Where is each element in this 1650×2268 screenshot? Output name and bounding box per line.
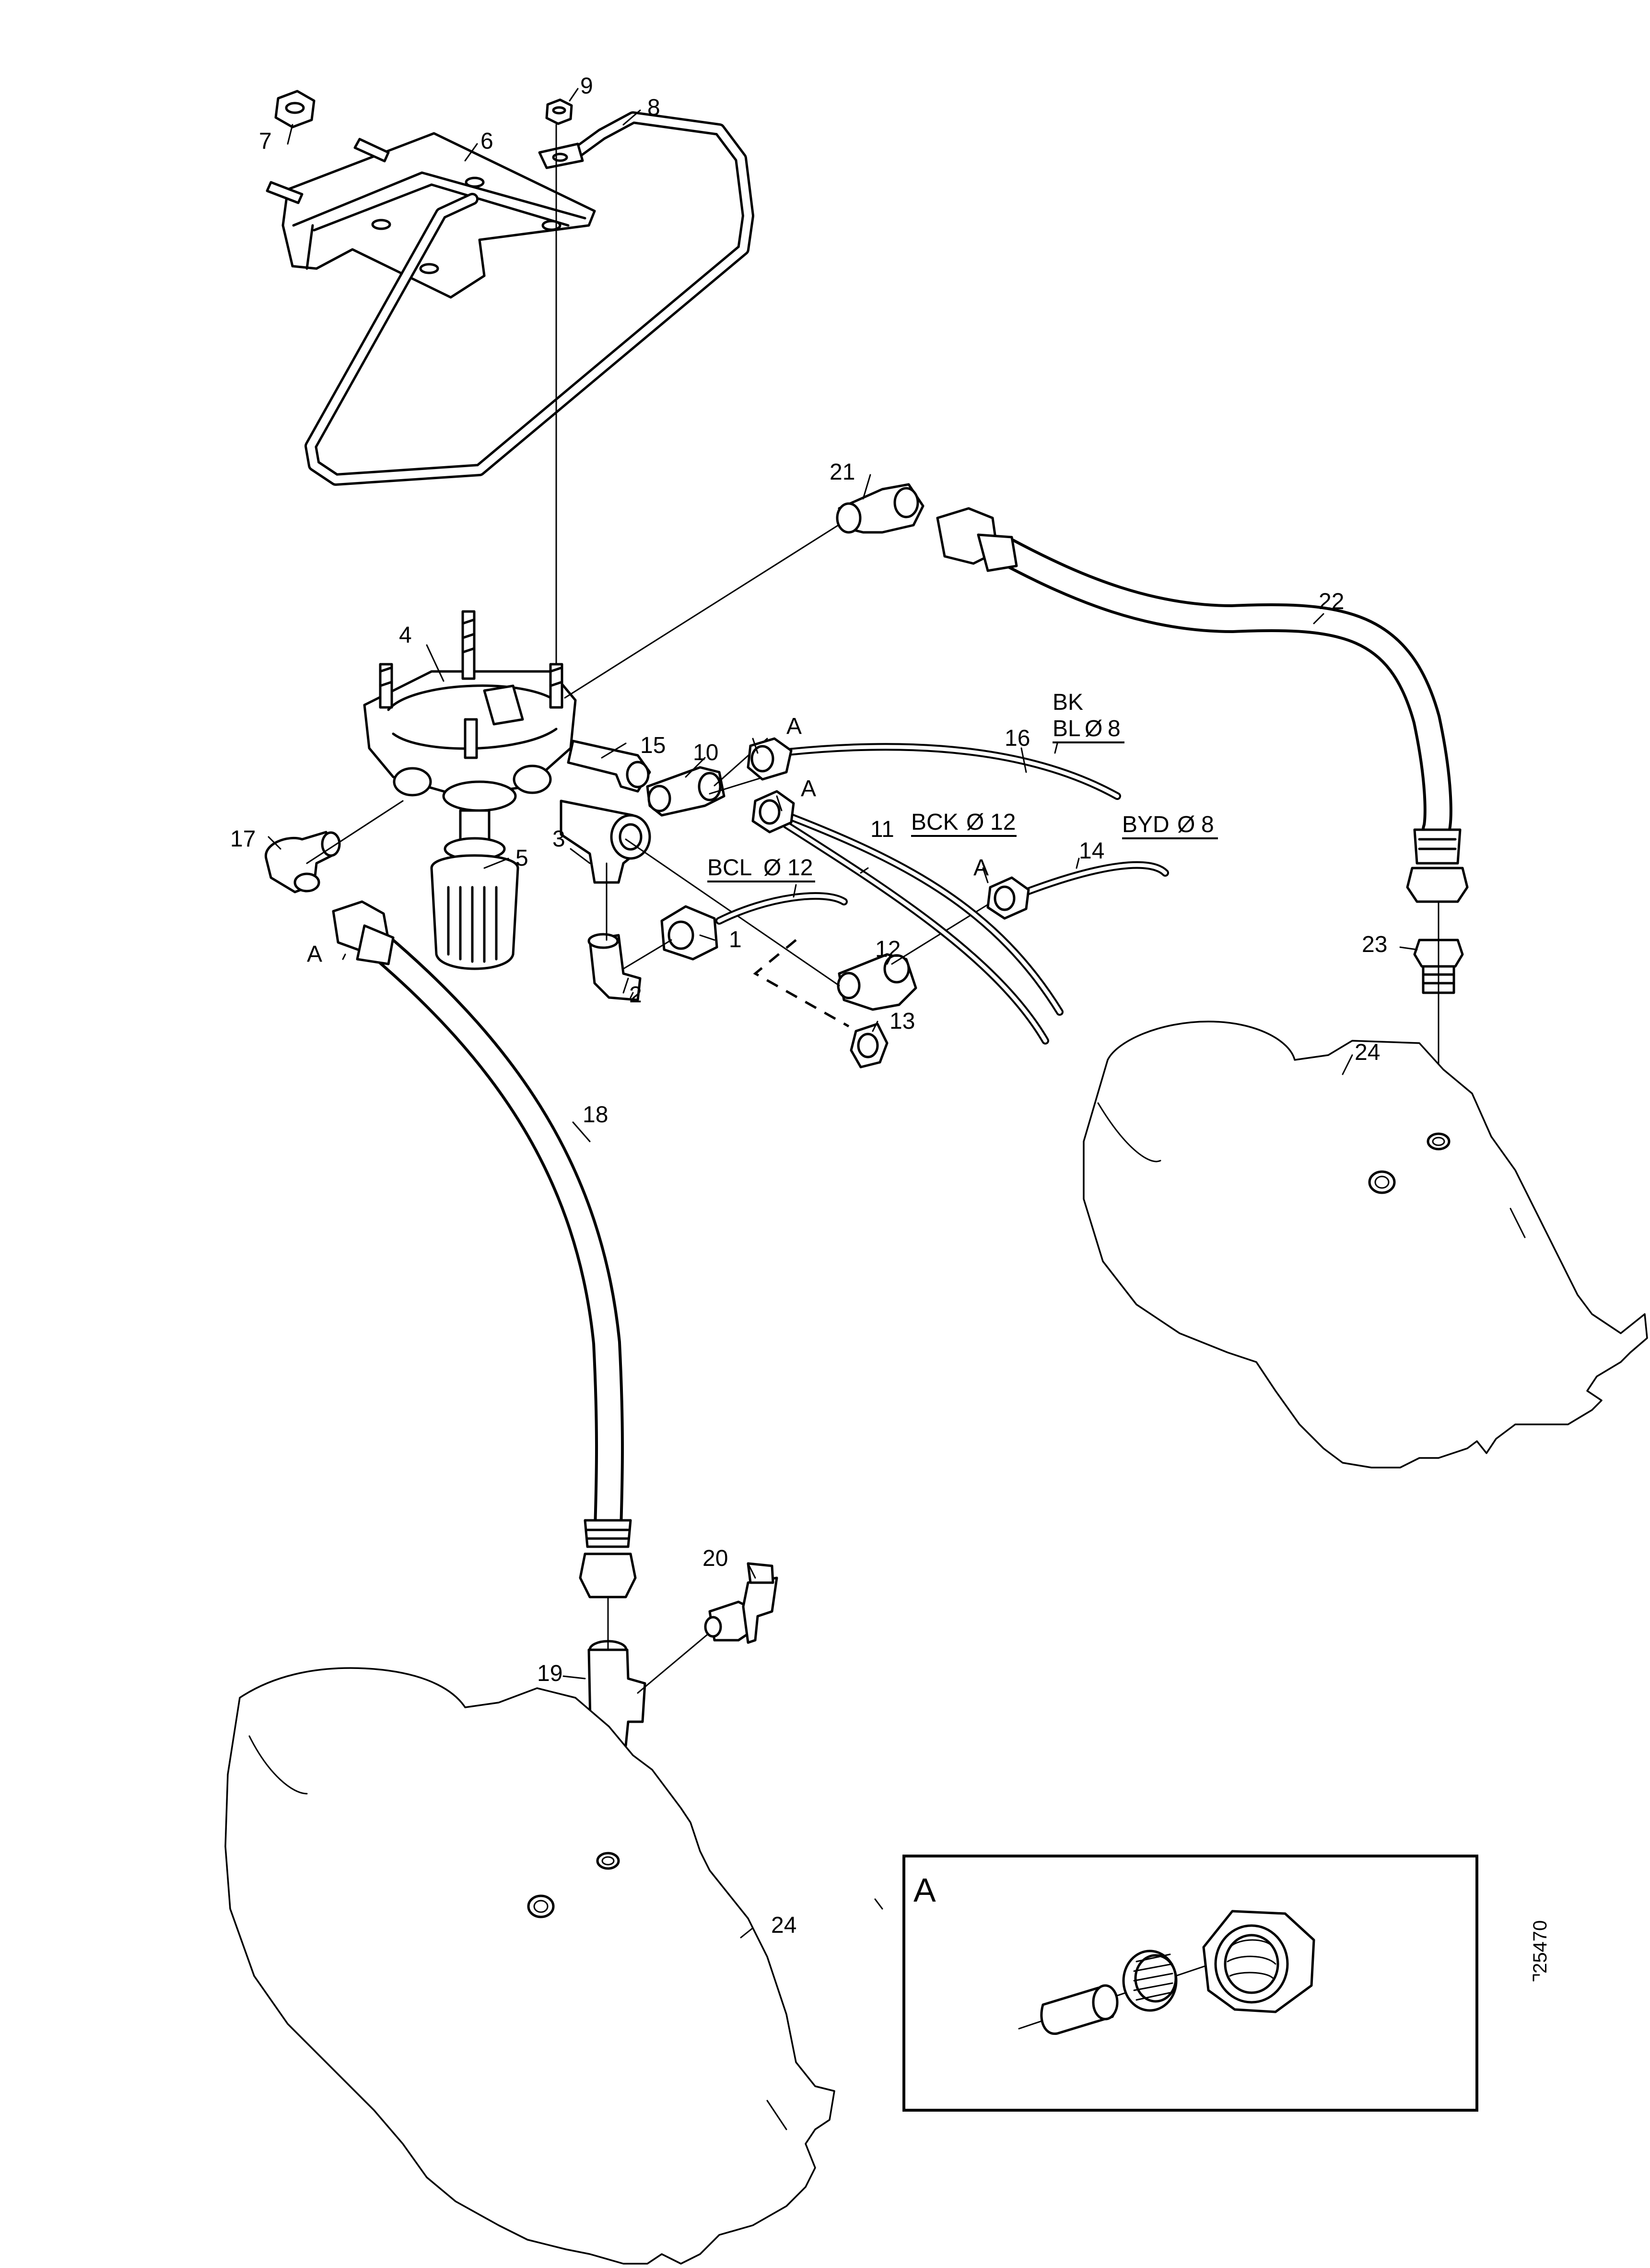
detail-marker-a-3: A: [973, 855, 989, 881]
part-label-14: 14: [1079, 838, 1104, 864]
part-label-8: 8: [647, 95, 660, 120]
part-label-16: 16: [1005, 726, 1030, 751]
detail-marker-a-1: A: [786, 714, 802, 739]
filter-5: [430, 809, 519, 970]
code-bck-dia: Ø: [966, 810, 984, 835]
part-label-1: 1: [729, 927, 742, 952]
optional-connection-dash: [753, 939, 850, 1028]
code-byd-dia: Ø: [1177, 812, 1195, 837]
part-label-13: 13: [889, 1009, 915, 1034]
elbow-17: [264, 831, 341, 893]
part-label-11: 11: [870, 817, 894, 842]
code-bl-size: 8: [1108, 716, 1121, 741]
part-label-19: 19: [537, 1661, 562, 1686]
bracket-studs: [266, 138, 390, 204]
part-label-22: 22: [1319, 589, 1344, 614]
part-label-5: 5: [515, 846, 528, 871]
part-label-18: 18: [583, 1102, 608, 1128]
detail-marker-a-4: A: [307, 941, 322, 967]
relay-valve-4: [363, 610, 577, 812]
detail-inset-a: [902, 1855, 1478, 2112]
part-label-24-left: 24: [771, 1913, 796, 1938]
hose-code-bcl: BCL Ø 12: [707, 855, 815, 882]
code-bcl-dia: Ø: [763, 855, 781, 881]
part-label-15: 15: [640, 733, 666, 758]
code-byd-size: 8: [1201, 812, 1214, 837]
plug-13: [850, 1022, 889, 1069]
part-label-24-right: 24: [1355, 1040, 1380, 1065]
elbow-2: [587, 933, 642, 1001]
air-tank-24-left: [224, 1667, 835, 2265]
nut-9: [545, 98, 573, 125]
part-label-7: 7: [259, 129, 272, 154]
drawing-number: 25470: [1530, 1920, 1551, 1982]
tube-16: [747, 737, 1121, 800]
code-bl-dia: Ø: [1085, 716, 1102, 741]
tube-11: [751, 790, 1064, 1045]
code-bck: BCK: [911, 810, 959, 835]
part-label-3: 3: [552, 826, 565, 852]
hose-18: [332, 900, 637, 1598]
hose-22: [936, 507, 1469, 903]
drawing-number-text: 25470: [1530, 1920, 1551, 1974]
code-bl: BL: [1053, 716, 1081, 741]
part-label-12: 12: [875, 937, 901, 962]
air-tank-24-right: [1083, 1021, 1648, 1469]
code-bcl-size: 12: [787, 855, 813, 881]
nut-7: [274, 90, 316, 129]
tube-14: [986, 861, 1169, 920]
hose-code-byd: BYD Ø 8: [1122, 812, 1218, 839]
elbow-12: [837, 953, 917, 1011]
code-bk: BK: [1053, 690, 1083, 715]
elbow-21: [836, 483, 924, 534]
code-byd: BYD: [1122, 812, 1170, 837]
callout-leaders: [268, 88, 1418, 1939]
tee-3: [560, 799, 651, 884]
part-label-9: 9: [580, 73, 593, 99]
union-10: [646, 766, 726, 817]
part-label-17: 17: [230, 826, 256, 852]
tube-bcl: [715, 892, 848, 925]
pipe-loop-8: [304, 111, 754, 486]
detail-marker-a-2: A: [801, 776, 816, 801]
elbow-15: [567, 740, 651, 793]
code-bcl: BCL: [707, 855, 752, 881]
part-label-2: 2: [629, 982, 642, 1008]
nut-1: [660, 905, 718, 961]
part-label-20: 20: [702, 1546, 728, 1571]
hose-code-bck: BCK Ø 12: [911, 810, 1017, 837]
part-label-23: 23: [1362, 932, 1387, 957]
hose-code-bk-bl: BK BL Ø 8: [1053, 690, 1124, 743]
code-bck-size: 12: [990, 810, 1016, 835]
part-label-6: 6: [480, 129, 493, 154]
inset-title: A: [913, 1871, 936, 1909]
part-label-10: 10: [693, 740, 718, 765]
part-label-4: 4: [399, 623, 412, 648]
drain-cock-20: [704, 1562, 778, 1644]
part-label-21: 21: [830, 459, 855, 485]
